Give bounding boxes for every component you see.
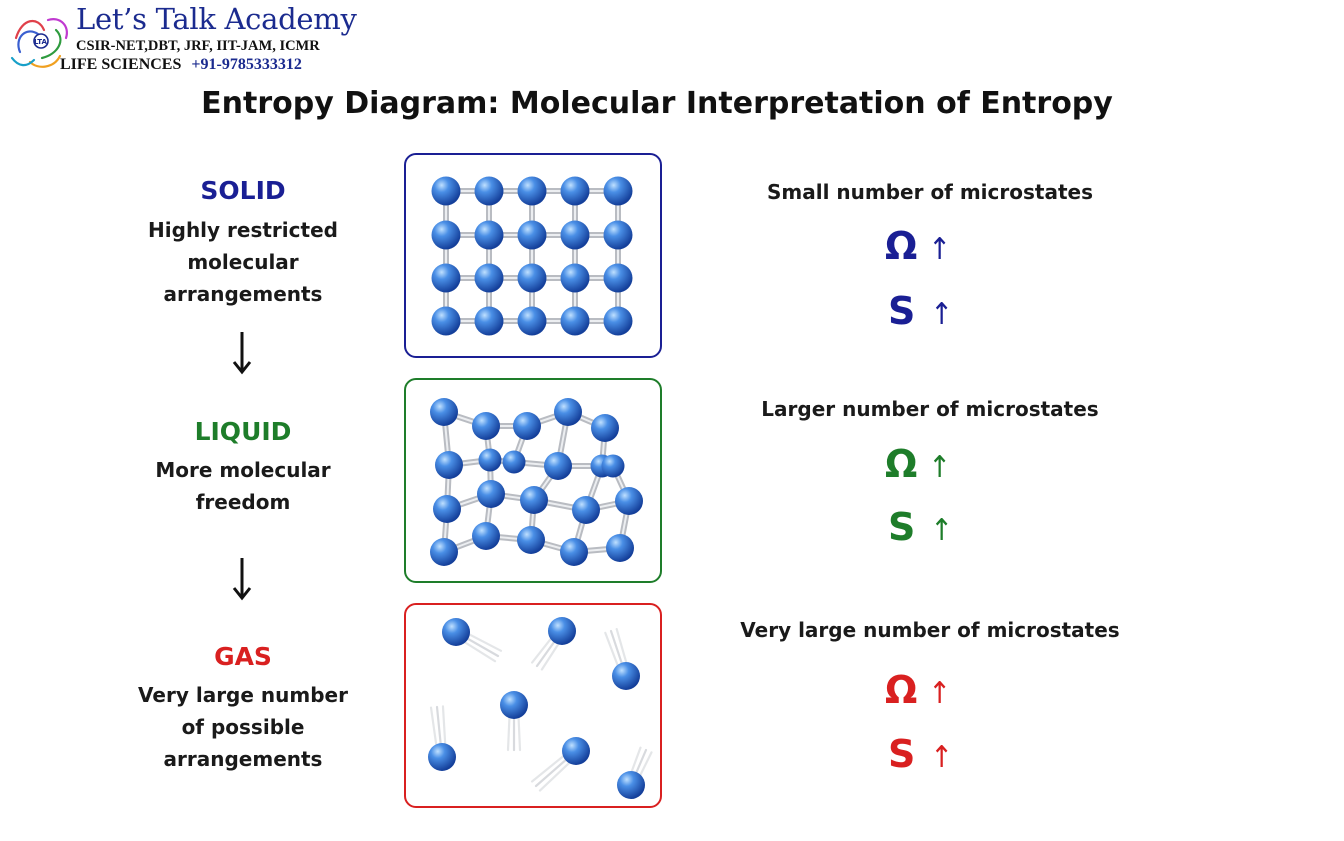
molecule-sphere xyxy=(517,263,547,293)
molecule-sphere xyxy=(560,220,590,250)
up-arrow-icon: ↑ xyxy=(930,297,954,332)
molecule-sphere xyxy=(562,737,590,765)
molecule-sphere xyxy=(606,534,634,562)
entropy-symbol: S xyxy=(888,289,916,333)
desc-line: arrangements xyxy=(163,747,323,771)
molecule-sphere xyxy=(472,412,500,440)
state-desc-liquid: More molecular freedom xyxy=(93,454,393,518)
entropy-indicator-solid: S↑ xyxy=(885,287,985,335)
entropy-symbol: S xyxy=(888,732,916,776)
molecule-sphere xyxy=(431,220,461,250)
molecule-sphere xyxy=(517,220,547,250)
omega-symbol: Ω xyxy=(885,442,918,486)
liquid-molecules-diagram xyxy=(430,398,643,566)
molecule-sphere xyxy=(601,454,625,478)
molecule-sphere xyxy=(560,306,590,336)
molecule-sphere xyxy=(431,263,461,293)
up-arrow-icon: ↑ xyxy=(928,676,952,711)
molecule-sphere xyxy=(474,306,504,336)
omega-indicator-solid: Ω↑ xyxy=(885,222,985,270)
gas-molecules-panel xyxy=(404,603,662,808)
molecule-sphere xyxy=(560,176,590,206)
molecule-sphere xyxy=(591,414,619,442)
up-arrow-icon: ↑ xyxy=(930,740,954,775)
state-desc-gas: Very large number of possible arrangemen… xyxy=(93,679,393,775)
desc-line: of possible xyxy=(181,715,305,739)
up-arrow-icon: ↑ xyxy=(928,232,952,267)
academy-exams: CSIR-NET,DBT, JRF, IIT-JAM, ICMR xyxy=(76,38,320,54)
svg-text:LTA: LTA xyxy=(34,38,48,46)
molecule-sphere xyxy=(617,771,645,799)
molecule-sphere xyxy=(430,538,458,566)
molecule-sphere xyxy=(548,617,576,645)
molecule-sphere xyxy=(560,263,590,293)
molecule-sphere xyxy=(431,176,461,206)
desc-line: arrangements xyxy=(163,282,323,306)
page-title: Entropy Diagram: Molecular Interpretatio… xyxy=(201,86,1113,121)
molecule-sphere xyxy=(478,448,502,472)
molecule-sphere xyxy=(442,618,470,646)
entropy-indicator-liquid: S↑ xyxy=(885,503,985,551)
molecule-sphere xyxy=(428,743,456,771)
molecule-sphere xyxy=(517,526,545,554)
up-arrow-icon: ↑ xyxy=(928,450,952,485)
molecule-sphere xyxy=(435,451,463,479)
microstates-label-liquid: Larger number of microstates xyxy=(761,397,1099,421)
molecule-sphere xyxy=(603,176,633,206)
molecule-sphere xyxy=(502,450,526,474)
academy-phone: +91-9785333312 xyxy=(191,56,302,73)
state-desc-solid: Highly restricted molecular arrangements xyxy=(93,214,393,310)
molecule-sphere xyxy=(615,487,643,515)
solid-lattice-panel xyxy=(404,153,662,358)
molecule-sphere xyxy=(603,306,633,336)
omega-indicator-gas: Ω↑ xyxy=(885,666,985,714)
molecule-sphere xyxy=(513,412,541,440)
microstates-label-solid: Small number of microstates xyxy=(767,180,1093,204)
molecule-sphere xyxy=(603,263,633,293)
desc-line: Highly restricted xyxy=(148,218,338,242)
down-arrow-icon xyxy=(232,332,252,375)
desc-line: molecular xyxy=(187,250,299,274)
state-name-liquid: LIQUID xyxy=(194,417,292,446)
molecule-sphere xyxy=(520,486,548,514)
down-arrow-icon xyxy=(232,558,252,601)
academy-field: LIFE SCIENCES xyxy=(60,56,182,73)
entropy-indicator-gas: S↑ xyxy=(885,730,985,778)
molecule-sphere xyxy=(474,176,504,206)
microstates-label-gas: Very large number of microstates xyxy=(740,618,1120,642)
state-name-solid: SOLID xyxy=(200,176,286,205)
desc-line: freedom xyxy=(195,490,291,514)
molecule-sphere xyxy=(612,662,640,690)
academy-logo-icon: LTA xyxy=(10,18,68,68)
solid-lattice-diagram xyxy=(431,176,633,336)
up-arrow-icon: ↑ xyxy=(930,513,954,548)
molecule-sphere xyxy=(474,263,504,293)
academy-name: Let’s Talk Academy xyxy=(76,2,357,36)
molecule-sphere xyxy=(517,176,547,206)
molecule-sphere xyxy=(433,495,461,523)
molecule-sphere xyxy=(431,306,461,336)
molecule-sphere xyxy=(500,691,528,719)
molecule-sphere xyxy=(477,480,505,508)
desc-line: More molecular xyxy=(155,458,331,482)
omega-symbol: Ω xyxy=(885,224,918,268)
state-name-gas: GAS xyxy=(214,642,272,671)
molecule-sphere xyxy=(517,306,547,336)
molecule-sphere xyxy=(572,496,600,524)
molecule-sphere xyxy=(544,452,572,480)
molecule-sphere xyxy=(603,220,633,250)
omega-indicator-liquid: Ω↑ xyxy=(885,440,985,488)
desc-line: Very large number xyxy=(138,683,348,707)
molecule-sphere xyxy=(430,398,458,426)
molecule-sphere xyxy=(474,220,504,250)
gas-molecules-diagram xyxy=(428,617,653,799)
liquid-molecules-panel xyxy=(404,378,662,583)
omega-symbol: Ω xyxy=(885,668,918,712)
molecule-sphere xyxy=(554,398,582,426)
academy-tagline: LIFE SCIENCES +91-9785333312 xyxy=(60,56,302,74)
entropy-symbol: S xyxy=(888,505,916,549)
molecule-sphere xyxy=(560,538,588,566)
molecule-sphere xyxy=(472,522,500,550)
